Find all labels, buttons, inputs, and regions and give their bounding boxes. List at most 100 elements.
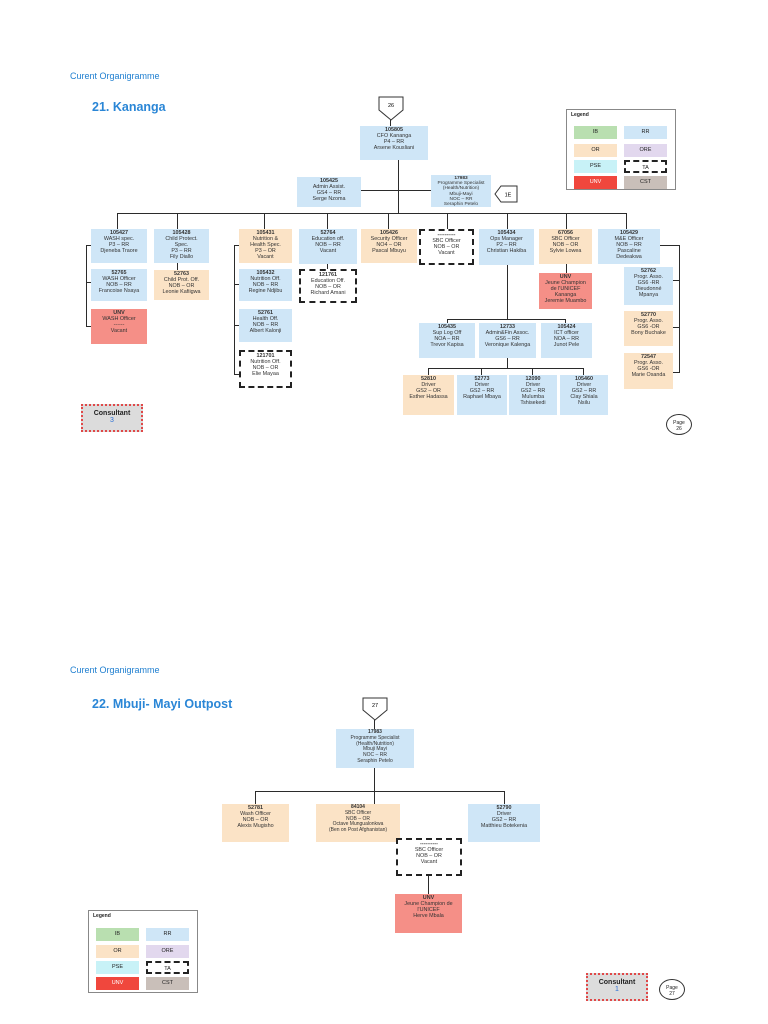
box-line: NOC – RR bbox=[363, 752, 387, 759]
box-line: Wash Officer bbox=[240, 811, 271, 818]
box-line: ICT officer bbox=[554, 330, 579, 337]
box-line: Spec. bbox=[174, 242, 189, 249]
box-line: GS2 – RR bbox=[469, 388, 495, 395]
box-line: Seraphin Petelo bbox=[357, 757, 393, 764]
box-id: 17983 bbox=[368, 729, 382, 735]
legend-item-ta: TA bbox=[624, 160, 667, 173]
connector bbox=[255, 791, 256, 804]
connector bbox=[428, 368, 429, 375]
box-line: NO4 – OR bbox=[376, 242, 402, 249]
box-line: GS2 – OR bbox=[416, 388, 441, 395]
box-line: Sup Log Off bbox=[432, 330, 462, 337]
legend-item-or: OR bbox=[574, 144, 617, 157]
connector bbox=[532, 368, 533, 375]
legend-item-pse: PSE bbox=[574, 160, 617, 173]
box-line: GS6 -OR bbox=[637, 366, 660, 373]
connector bbox=[660, 245, 679, 246]
connector bbox=[390, 120, 391, 126]
box-line: NOB – OR bbox=[552, 242, 579, 249]
box-id: 52781 bbox=[248, 805, 263, 811]
page-number-badge: Page 27 bbox=[659, 979, 685, 1000]
box-id: 52773 bbox=[474, 376, 490, 382]
box-id: 17983 bbox=[454, 176, 468, 181]
box-line: Education Off. bbox=[310, 278, 346, 285]
page-label: Page bbox=[673, 420, 685, 426]
box-line: Matthieu Botekenia bbox=[480, 823, 528, 830]
connector bbox=[673, 327, 680, 328]
connector bbox=[565, 319, 566, 323]
connector bbox=[507, 213, 508, 229]
box-line: Leonie Kafiigwa bbox=[162, 289, 201, 296]
box-line: GS6 -OR bbox=[637, 324, 660, 331]
box-id: 105435 bbox=[438, 324, 456, 330]
box-line: Jeremie Muambo bbox=[544, 298, 587, 305]
box-id: 105434 bbox=[497, 230, 516, 236]
box-id: 121761 bbox=[319, 272, 337, 278]
box-line: Tshisekedi bbox=[520, 400, 546, 407]
box-line: GS6 -RR bbox=[637, 280, 660, 287]
box-line: Health Spec. bbox=[250, 242, 281, 249]
box-line: NOB – RR bbox=[252, 322, 279, 329]
box-line: Alexis Mugisho bbox=[237, 823, 274, 830]
connector bbox=[388, 213, 389, 229]
box-line: Christian Hakiba bbox=[486, 248, 527, 255]
connector bbox=[234, 245, 235, 375]
box-line: Mpanya bbox=[638, 292, 659, 299]
box-id: 105429 bbox=[620, 230, 638, 236]
box-line: Nutrition Off. bbox=[250, 359, 281, 366]
box-line: Programme Specialist bbox=[437, 181, 485, 187]
connector bbox=[374, 768, 375, 791]
box-id: 105427 bbox=[110, 230, 128, 236]
box-line: Jeune Champion bbox=[545, 280, 586, 287]
box-line: P3 – OR bbox=[255, 248, 276, 255]
consultant-badge: Consultant 1 bbox=[586, 973, 648, 1001]
box-line: NOB – OR bbox=[252, 365, 279, 372]
consultant-count: 1 bbox=[615, 986, 619, 993]
box-line: Vacant bbox=[319, 248, 337, 255]
box-line: NOB – RR bbox=[106, 282, 132, 289]
legend-item-unv: UNV bbox=[96, 977, 139, 990]
box-line: Richard Amani bbox=[310, 290, 346, 297]
legend-item-or: OR bbox=[96, 945, 139, 958]
box-line: Trevor Kapisa bbox=[430, 342, 464, 349]
page-num: 26 bbox=[676, 426, 682, 432]
connector bbox=[86, 245, 87, 327]
connector bbox=[234, 284, 239, 285]
connector bbox=[566, 264, 567, 273]
connector bbox=[177, 213, 178, 229]
box-line: Education off. bbox=[311, 236, 345, 243]
box-id: 67056 bbox=[558, 230, 573, 236]
box-line: Child Protect. bbox=[165, 236, 198, 243]
box-line: Octave Mungualonkwa bbox=[332, 821, 384, 828]
legend-panel: Legend IB RR OR ORE PSE TA UNV CST bbox=[566, 109, 676, 190]
box-line: NOA – RR bbox=[553, 336, 580, 343]
connector bbox=[327, 264, 328, 269]
box-line: Veronique Kalenga bbox=[484, 342, 531, 349]
box-line: WASH Officer bbox=[102, 276, 136, 283]
box-line: Fily Diallo bbox=[169, 254, 194, 261]
box-line: GS2 – RR bbox=[491, 817, 517, 824]
legend-item-ore: ORE bbox=[146, 945, 189, 958]
box-line: Programme Specialist bbox=[350, 734, 400, 741]
page-num: 27 bbox=[669, 991, 675, 997]
box-line: de l'UNICEF bbox=[550, 286, 581, 293]
box-line: Nutrition Off. bbox=[250, 276, 281, 283]
box-line: Djeneba Traore bbox=[100, 248, 138, 255]
box-line: NOB – OR bbox=[315, 284, 341, 291]
section-title: 21. Kananga bbox=[92, 100, 166, 114]
box-line: (Ben on Post Afghanistan) bbox=[328, 827, 388, 834]
box-line: Bony Buchake bbox=[631, 330, 666, 337]
box-line: Mbuji-Mayi bbox=[449, 191, 473, 197]
box-line: Vacant bbox=[257, 254, 274, 261]
